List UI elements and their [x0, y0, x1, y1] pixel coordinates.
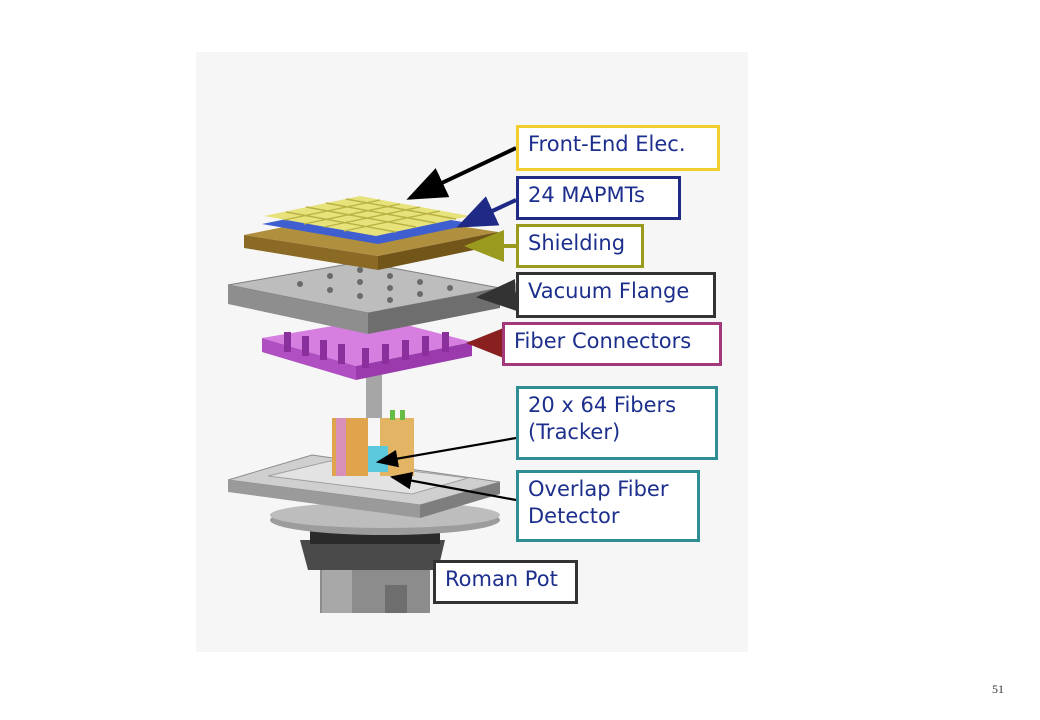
fiber-connectors-part [262, 318, 472, 380]
mapmt-array-part [262, 196, 474, 244]
fiber-tracker-part [332, 368, 414, 476]
label-shielding: Shielding [516, 224, 644, 268]
label-vacuum-flange: Vacuum Flange [516, 272, 716, 318]
vacuum-flange-part [227, 261, 501, 334]
label-24-mapmts-text: 24 MAPMTs [528, 183, 645, 207]
arrow-fibers-tracker [375, 436, 517, 468]
label-fiber-connectors-text: Fiber Connectors [514, 329, 692, 353]
label-overlap-fiber-detector-line2: Detector [528, 504, 620, 528]
arrow-overlap-detector [389, 471, 517, 502]
label-fibers-tracker-line1: 20 x 64 Fibers [528, 393, 677, 417]
arrow-front-end [406, 146, 517, 200]
arrow-vacuum-flange [476, 279, 517, 311]
label-front-end-elec: Front-End Elec. [516, 125, 720, 171]
label-roman-pot: Roman Pot [433, 560, 578, 604]
arrow-mapmts [456, 196, 517, 228]
label-overlap-fiber-detector-line1: Overlap Fiber [528, 477, 669, 501]
label-front-end-elec-text: Front-End Elec. [528, 132, 686, 156]
label-fiber-connectors: Fiber Connectors [502, 322, 722, 366]
label-fibers-tracker: 20 x 64 Fibers (Tracker) [516, 386, 718, 460]
label-shielding-text: Shielding [528, 231, 626, 255]
label-roman-pot-text: Roman Pot [445, 567, 558, 591]
label-fibers-tracker-line2: (Tracker) [528, 420, 621, 444]
label-overlap-fiber-detector: Overlap Fiber Detector [516, 470, 700, 542]
label-vacuum-flange-text: Vacuum Flange [528, 279, 690, 303]
page-number: 51 [992, 682, 1004, 696]
detector-housing-flange [227, 454, 501, 518]
label-24-mapmts: 24 MAPMTs [516, 176, 681, 220]
